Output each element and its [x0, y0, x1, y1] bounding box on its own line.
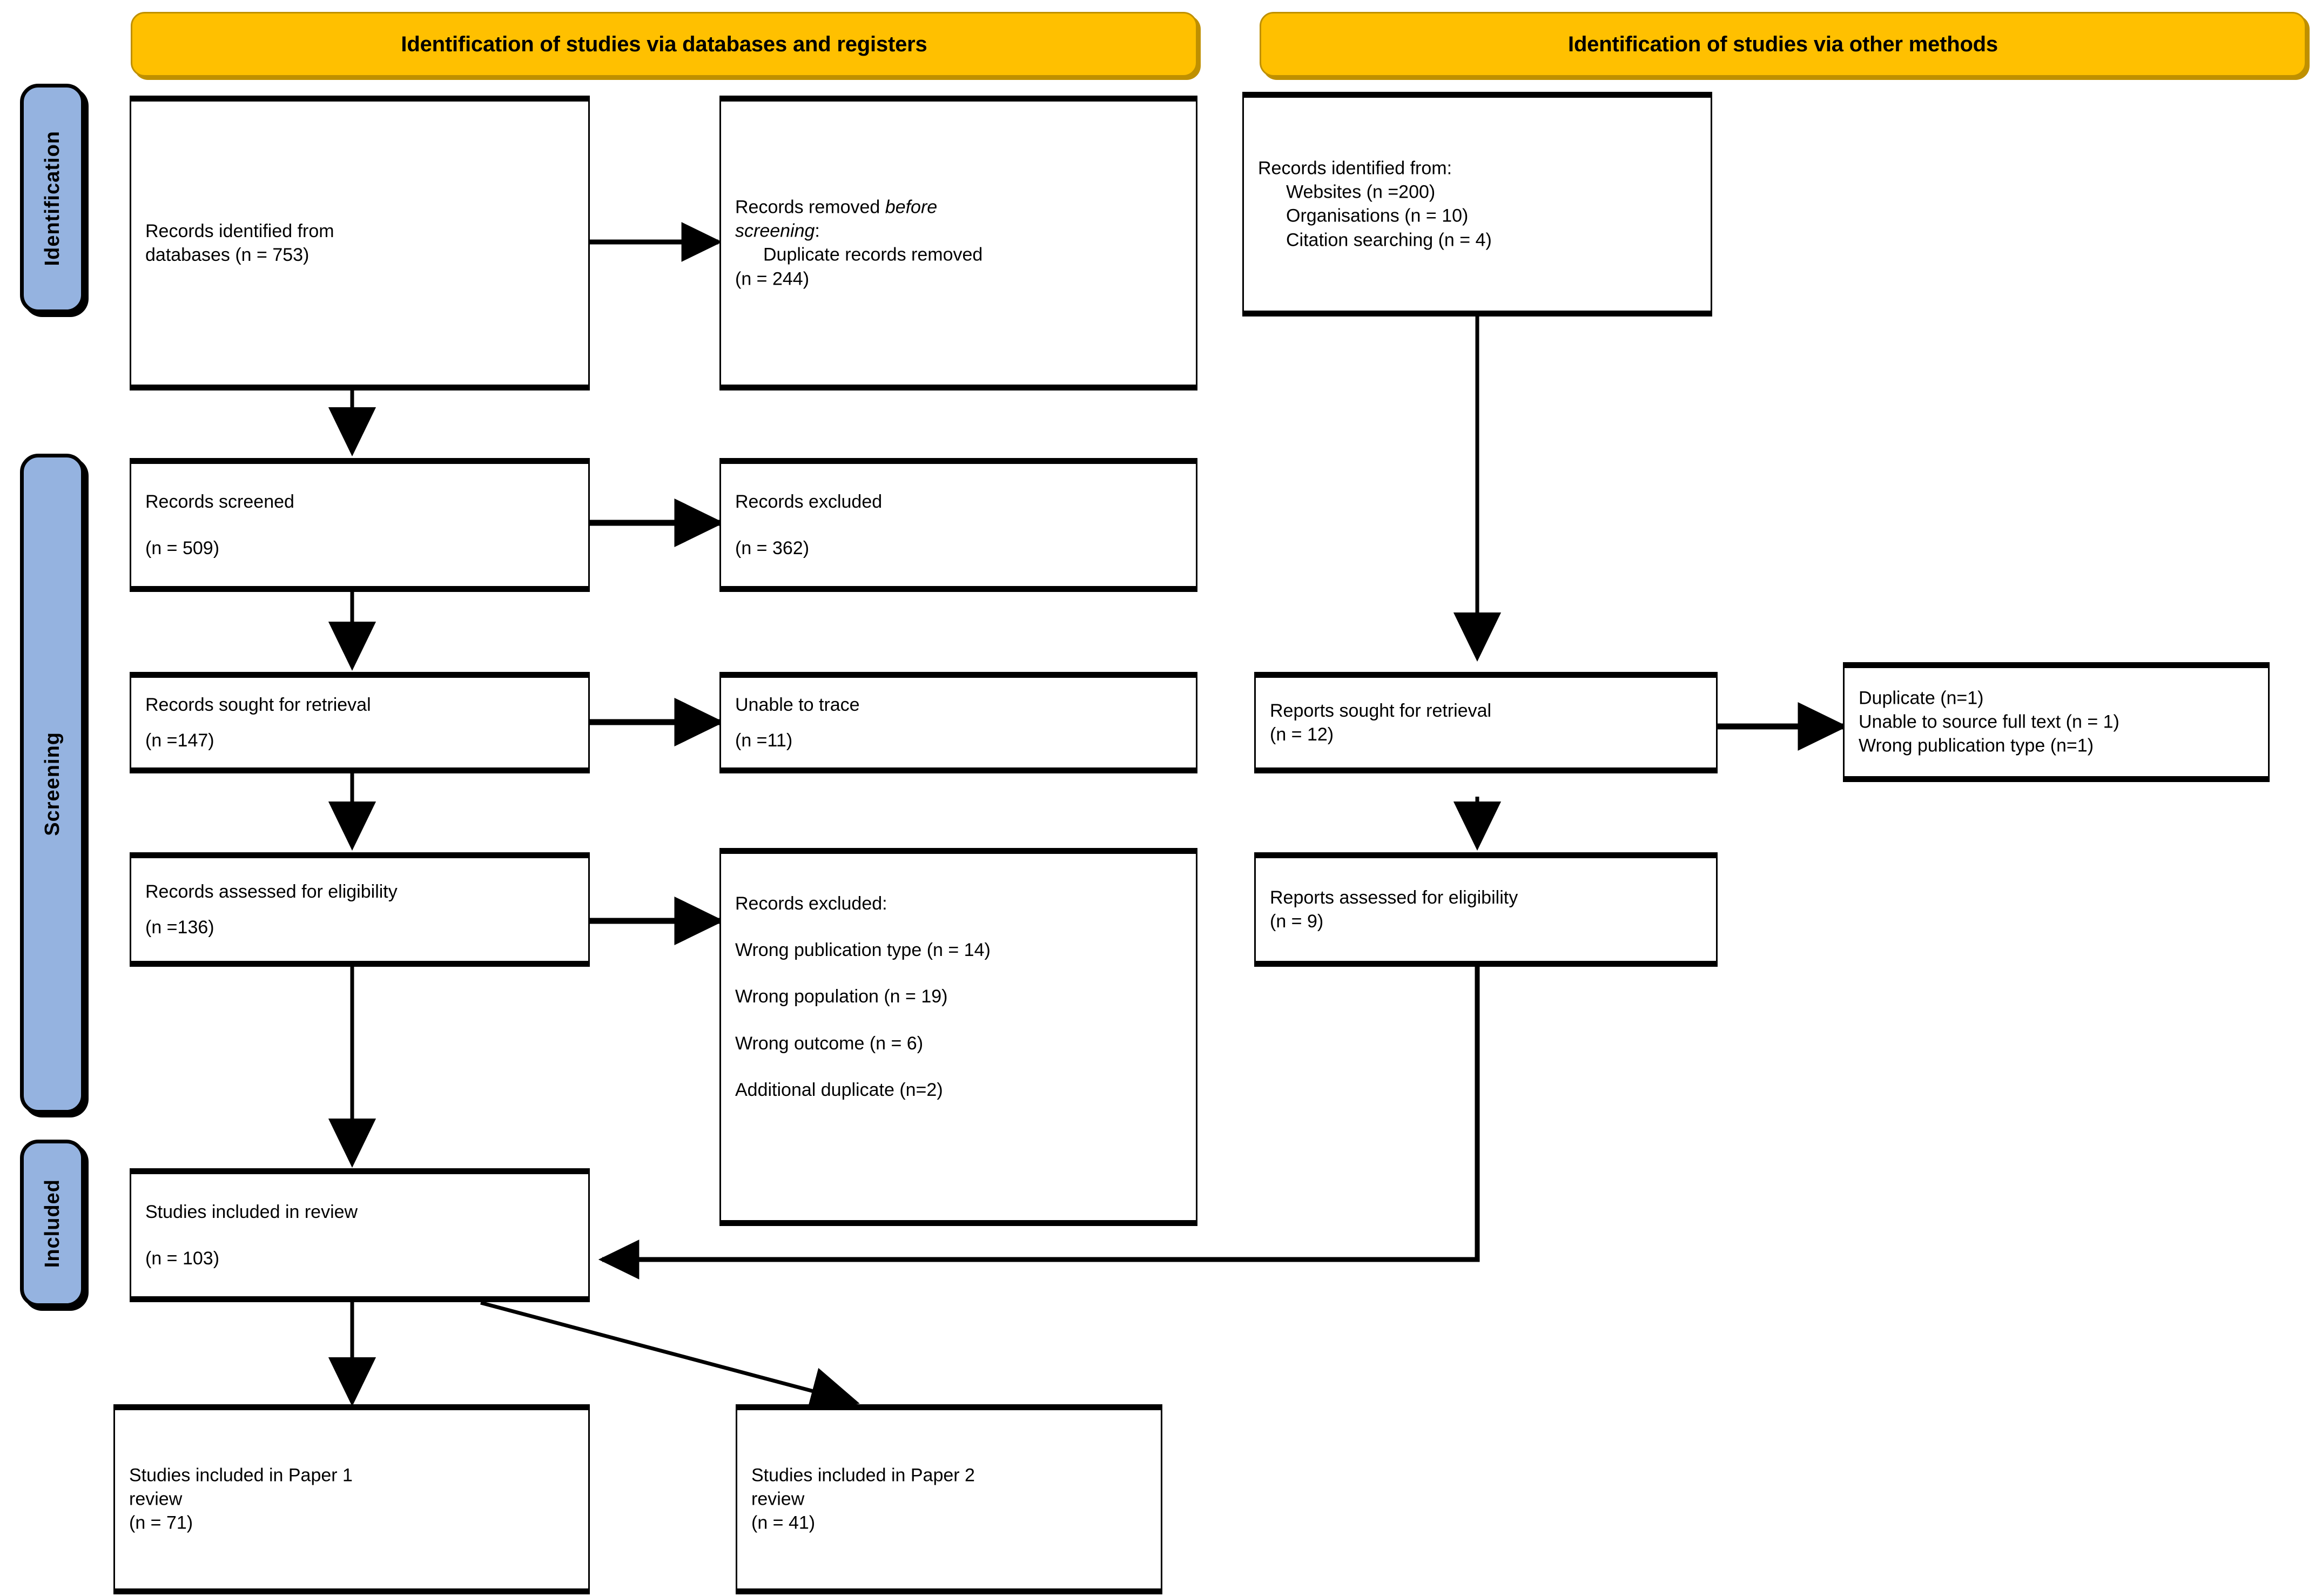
records-screened-line2: (n = 509): [145, 538, 220, 558]
box-records-excluded-detail: Records excluded: Wrong publication type…: [719, 848, 1197, 1226]
records-excluded-line2: (n = 362): [735, 538, 810, 558]
records-identified-other-websites: Websites (n =200): [1286, 181, 1436, 203]
stage-tab-identification-label: Identification: [41, 131, 64, 266]
arrow-studies-included-to-paper2: [480, 1301, 860, 1415]
stage-tab-screening: Screening: [20, 454, 85, 1114]
banner-other-methods: Identification of studies via other meth…: [1260, 12, 2306, 77]
paper2-line3: (n = 41): [751, 1513, 816, 1534]
unable-to-trace-line1: Unable to trace: [735, 694, 860, 715]
records-removed-line3: Duplicate records removed: [763, 245, 983, 265]
records-identified-other-line1: Records identified from:: [1258, 158, 1452, 179]
records-removed-line4: (n = 244): [735, 268, 810, 289]
box-records-screened: Records screened (n = 509): [130, 458, 590, 592]
records-identified-other-organisations: Organisations (n = 10): [1286, 206, 1469, 226]
records-excluded-detail-title: Records excluded:: [735, 893, 887, 914]
records-removed-screening-italic: screening: [735, 220, 815, 241]
box-records-identified-other-methods: Records identified from: Websites (n =20…: [1242, 92, 1712, 316]
box-records-sought-for-retrieval: Records sought for retrieval (n =147): [130, 672, 590, 773]
records-identified-line1: Records identified from: [145, 220, 334, 241]
reports-assessed-line1: Reports assessed for eligibility: [1270, 887, 1518, 908]
records-sought-line1: Records sought for retrieval: [145, 694, 371, 715]
records-sought-line2: (n =147): [145, 730, 214, 751]
box-records-removed-before-screening: Records removed before screening: Duplic…: [719, 96, 1197, 390]
box-studies-included-in-review: Studies included in review (n = 103): [130, 1168, 590, 1302]
box-reports-sought-for-retrieval: Reports sought for retrieval (n = 12): [1254, 672, 1718, 773]
box-records-assessed-for-eligibility: Records assessed for eligibility (n =136…: [130, 852, 590, 967]
reports-assessed-line2: (n = 9): [1270, 911, 1324, 932]
reports-sought-line1: Reports sought for retrieval: [1270, 700, 1492, 721]
box-reports-assessed-for-eligibility: Reports assessed for eligibility (n = 9): [1254, 852, 1718, 967]
paper1-line1: Studies included in Paper 1: [129, 1465, 353, 1486]
box-studies-included-paper1: Studies included in Paper 1 review (n = …: [113, 1404, 590, 1594]
reports-excluded-wrong-pub-type: Wrong publication type (n=1): [1859, 736, 2094, 757]
records-excluded-detail-wrong-population: Wrong population (n = 19): [735, 986, 948, 1007]
records-excluded-detail-wrong-outcome: Wrong outcome (n = 6): [735, 1033, 924, 1054]
records-identified-other-citation: Citation searching (n = 4): [1286, 230, 1492, 251]
paper2-line2: review: [751, 1489, 805, 1510]
records-removed-line2: screening:: [735, 219, 1186, 243]
stage-tab-included: Included: [20, 1140, 85, 1307]
studies-included-line1: Studies included in review: [145, 1201, 358, 1222]
unable-to-trace-line2: (n =11): [735, 730, 793, 751]
stage-tab-identification: Identification: [20, 84, 85, 313]
records-identified-line2: databases (n = 753): [145, 245, 309, 265]
records-excluded-detail-wrong-pub-type: Wrong publication type (n = 14): [735, 940, 991, 961]
box-records-identified-databases: Records identified from databases (n = 7…: [130, 96, 590, 390]
stage-tab-included-label: Included: [41, 1179, 64, 1268]
records-removed-line1a: Records removed: [735, 197, 885, 218]
stage-tab-screening-label: Screening: [41, 731, 64, 836]
paper2-line1: Studies included in Paper 2: [751, 1465, 975, 1486]
records-removed-line1: Records removed before: [735, 196, 1186, 219]
reports-sought-line2: (n = 12): [1270, 724, 1334, 745]
paper1-line3: (n = 71): [129, 1513, 193, 1534]
box-studies-included-paper2: Studies included in Paper 2 review (n = …: [736, 1404, 1162, 1594]
records-excluded-detail-additional-duplicate: Additional duplicate (n=2): [735, 1079, 943, 1100]
paper1-line2: review: [129, 1489, 183, 1510]
reports-excluded-full-text: Unable to source full text (n = 1): [1859, 711, 2119, 732]
box-unable-to-trace: Unable to trace (n =11): [719, 672, 1197, 773]
records-excluded-line1: Records excluded: [735, 491, 883, 512]
studies-included-line2: (n = 103): [145, 1248, 220, 1269]
records-removed-before-italic: before: [885, 197, 938, 218]
records-assessed-line2: (n =136): [145, 917, 214, 938]
banner-databases-registers-label: Identification of studies via databases …: [401, 32, 927, 56]
banner-databases-registers: Identification of studies via databases …: [131, 12, 1197, 77]
records-assessed-line1: Records assessed for eligibility: [145, 881, 398, 902]
records-removed-colon: :: [815, 220, 820, 241]
box-records-excluded: Records excluded (n = 362): [719, 458, 1197, 592]
records-screened-line1: Records screened: [145, 491, 294, 512]
box-reports-excluded: Duplicate (n=1) Unable to source full te…: [1843, 662, 2270, 782]
reports-excluded-duplicate: Duplicate (n=1): [1859, 688, 1984, 709]
banner-other-methods-label: Identification of studies via other meth…: [1568, 32, 1998, 56]
